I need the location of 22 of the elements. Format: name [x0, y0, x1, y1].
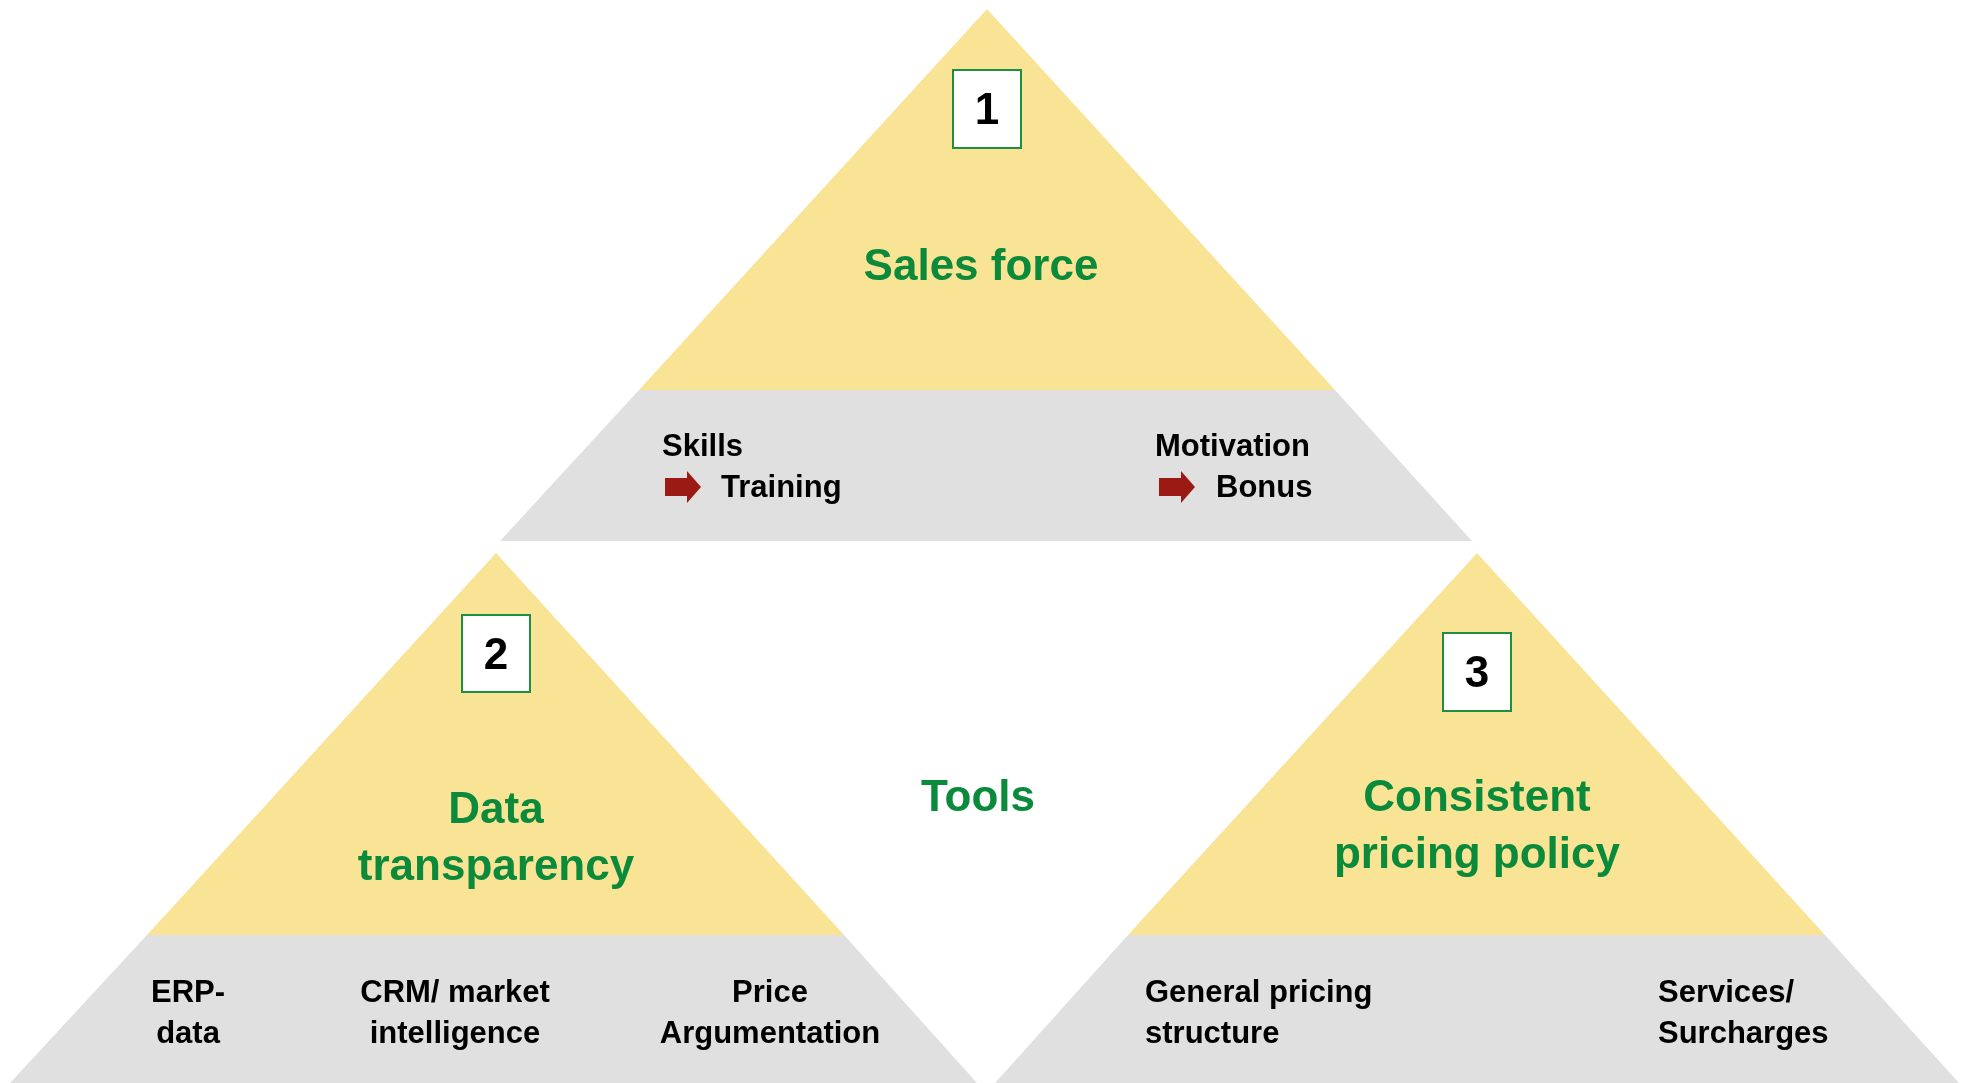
trapezoid-band — [500, 390, 1472, 541]
item-text: Training — [721, 467, 842, 506]
item-text: CRM/ market intelligence — [359, 973, 551, 1052]
trapezoid-band — [10, 935, 977, 1083]
item-text: Motivation — [1155, 426, 1310, 465]
item-text: Skills — [662, 426, 743, 465]
trapezoid-band — [995, 935, 1959, 1083]
number-box: 2 — [461, 614, 531, 693]
item-text: ERP- data — [149, 973, 227, 1052]
triangle-shape — [147, 553, 844, 935]
center-label: Tools — [920, 770, 1036, 822]
item-text: Price Argumentation — [658, 973, 882, 1052]
item-text: Bonus — [1216, 467, 1313, 506]
triangle-shape — [639, 9, 1335, 390]
number-box: 1 — [952, 69, 1022, 149]
section-title: Data transparency — [356, 781, 636, 891]
item-text: General pricing structure — [1145, 973, 1374, 1052]
section-title: Consistent pricing policy — [1332, 769, 1621, 879]
item-text: Services/ Surcharges — [1658, 973, 1830, 1052]
number-box: 3 — [1442, 632, 1512, 712]
triangle-shape — [1128, 553, 1825, 935]
section-title: Sales force — [862, 239, 1100, 292]
